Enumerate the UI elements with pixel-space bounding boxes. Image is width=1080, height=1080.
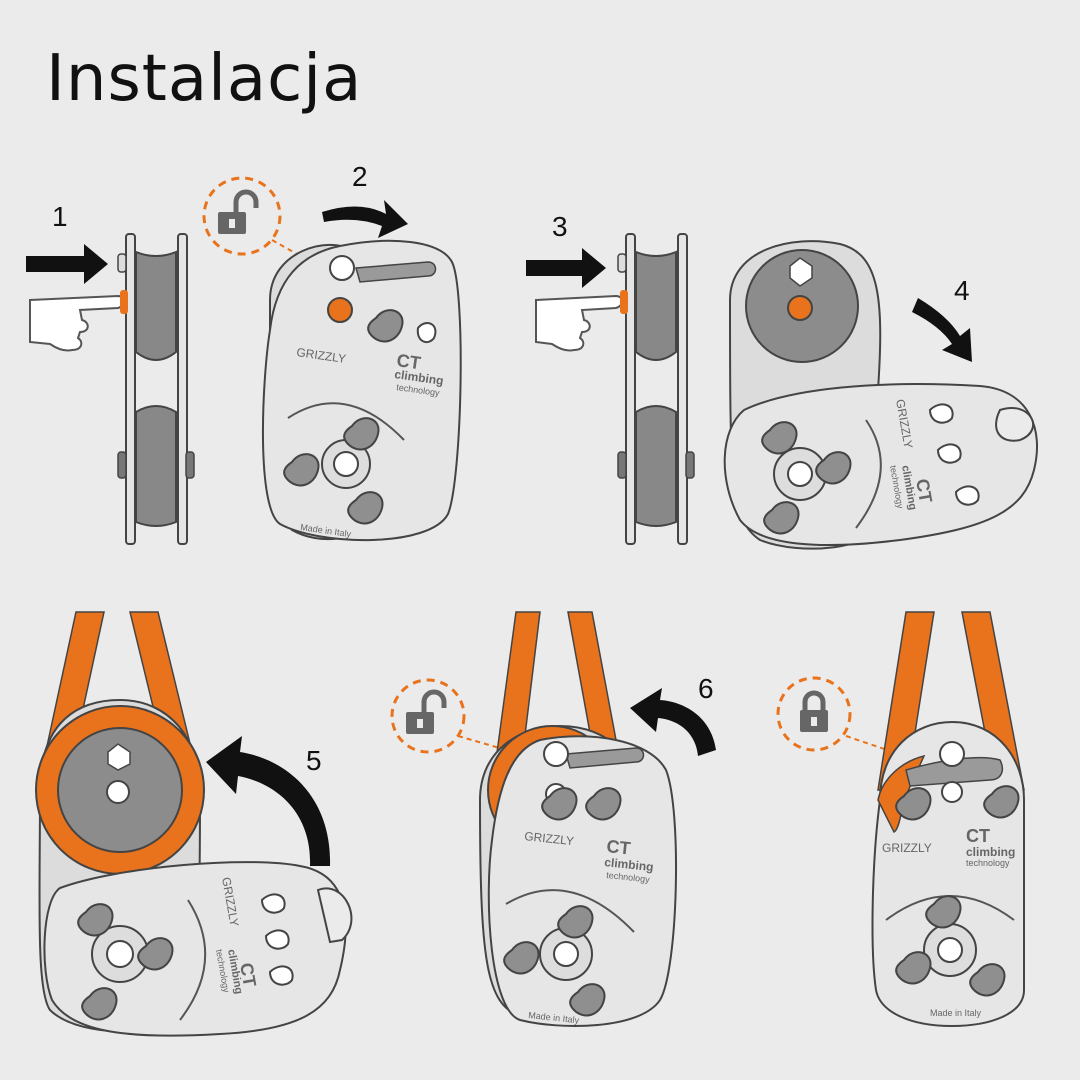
rotate-arrow-6 <box>630 688 716 756</box>
step-5-insert-rope: 5 GRIZZLY CT climbing technology <box>35 611 353 1037</box>
svg-text:GRIZZLY: GRIZZLY <box>882 841 932 855</box>
svg-text:climbing: climbing <box>966 845 1015 859</box>
step-number-6: 6 <box>698 673 714 704</box>
step-final-locked: GRIZZLY CT climbing technology Made in I… <box>776 611 1025 1028</box>
rotate-arrow-4 <box>912 298 972 362</box>
unlock-callout-6 <box>390 678 466 754</box>
rotate-arrow-2 <box>322 200 408 238</box>
svg-text:GRIZZLY: GRIZZLY <box>524 829 575 848</box>
step-1-side-view: 1 <box>26 201 195 545</box>
svg-text:CT: CT <box>912 477 936 504</box>
lock-callout-final <box>776 676 852 752</box>
svg-text:CT: CT <box>966 826 990 846</box>
step-2-open-plate: 2 GRIZZLY climbing technology CT <box>202 161 462 542</box>
padlock-closed-icon <box>800 693 828 732</box>
step-3-side-view: 3 <box>526 211 695 545</box>
svg-text:technology: technology <box>966 858 1010 868</box>
step-number-5: 5 <box>306 745 322 776</box>
svg-text:CT: CT <box>606 836 632 858</box>
step-number-4: 4 <box>954 275 970 306</box>
svg-text:technology: technology <box>606 870 651 885</box>
svg-text:GRIZZLY: GRIZZLY <box>296 345 347 366</box>
svg-text:climbing: climbing <box>604 855 655 874</box>
page-title: Instalacja <box>46 42 363 116</box>
padlock-open-icon <box>218 192 256 234</box>
step-number-1: 1 <box>52 201 68 232</box>
unlock-callout-2 <box>202 176 282 256</box>
step-4-rotated-plate: 4 GRIZZLY CT climbing technology <box>723 240 1038 550</box>
rotate-arrow-5 <box>206 736 331 866</box>
step-number-2: 2 <box>352 161 368 192</box>
padlock-open-icon <box>406 692 444 734</box>
svg-text:CT: CT <box>236 961 260 988</box>
svg-text:Made in Italy: Made in Italy <box>930 1008 982 1018</box>
push-arrow-1 <box>26 244 108 284</box>
step-number-3: 3 <box>552 211 568 242</box>
pressing-finger <box>29 294 125 352</box>
svg-text:climbing: climbing <box>394 367 445 388</box>
svg-text:CT: CT <box>395 350 422 373</box>
push-arrow-3 <box>526 248 606 288</box>
step-6-close-plate: 6 GRIZZLY CT climbing technology <box>390 611 716 1027</box>
